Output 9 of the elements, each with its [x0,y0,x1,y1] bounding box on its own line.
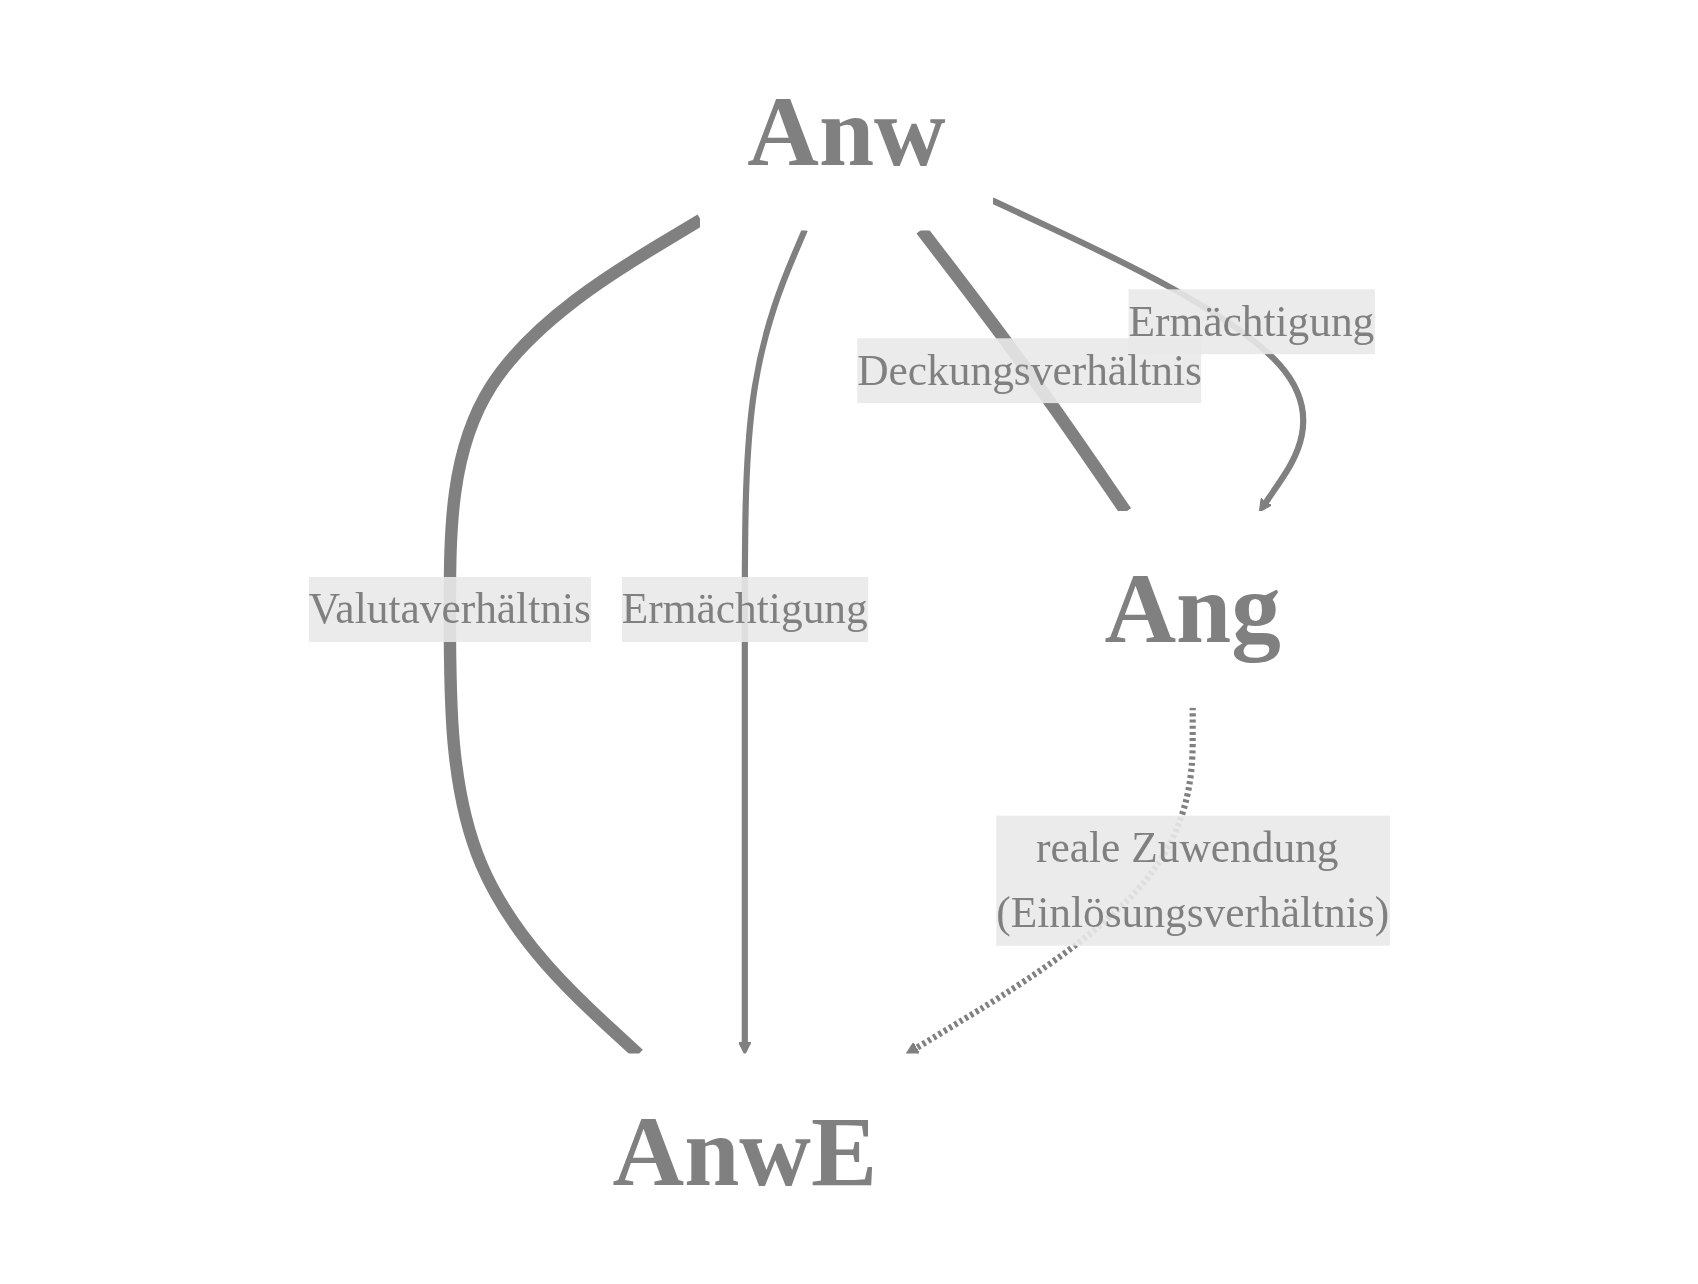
edge-label: Valutaverhältnis [308,584,591,633]
edge-label: reale Zuwendung (Einlösungsverhältnis) [996,823,1390,937]
edge-label: Ermächtigung [621,584,868,633]
node-text: Ang [1104,553,1281,664]
arrow [738,228,808,1055]
edge-label: Deckungsverhältnis [857,345,1202,394]
edge-label: Ermächtigung [1128,296,1375,346]
node-text: Anw [747,76,946,187]
node-text: AnwE [612,1096,878,1207]
